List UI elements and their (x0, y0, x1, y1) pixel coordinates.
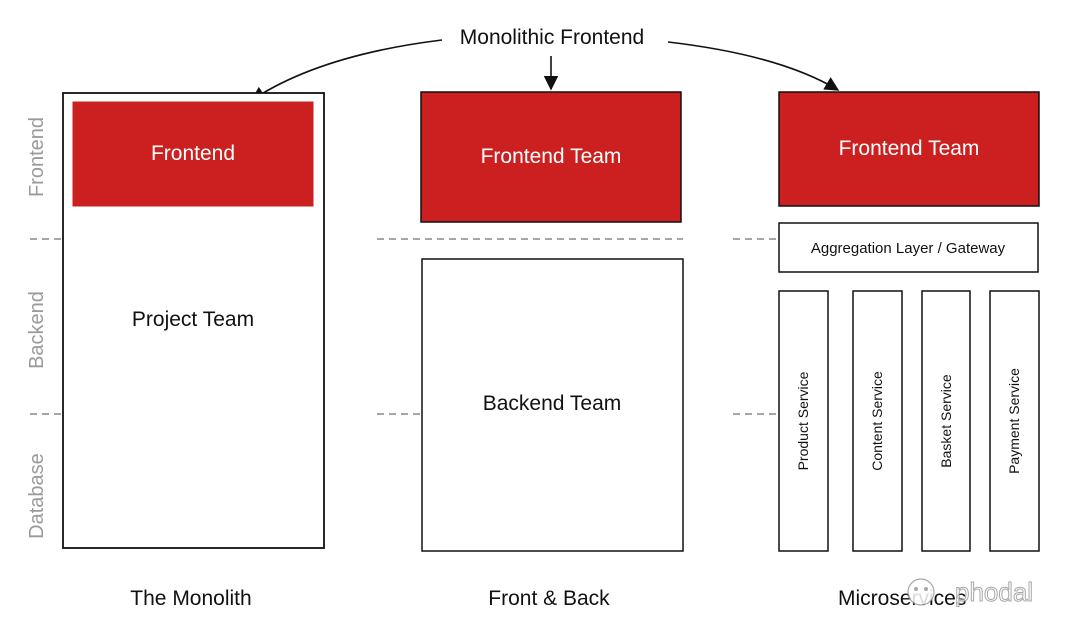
project-team-label: Project Team (132, 308, 254, 331)
column-monolith: Frontend Project Team The Monolith (62, 92, 325, 610)
backend-team-box (421, 258, 684, 552)
arrow-to-monolith (250, 39, 443, 101)
watermark-text: phodal (955, 577, 1033, 607)
layer-label-backend: Backend (26, 291, 48, 369)
diagram-title: Monolithic Frontend (460, 26, 644, 49)
service-box-payment (989, 290, 1040, 552)
service-label-payment: Payment Service (1006, 368, 1022, 474)
gateway-box (778, 222, 1039, 273)
column-front-back: Frontend Team Backend Team Front & Back (420, 91, 684, 610)
backend-team-label: Backend Team (483, 392, 622, 415)
column-microservices: Frontend Team Aggregation Layer / Gatewa… (778, 91, 1040, 610)
monolith-frontend-label: Frontend (151, 142, 235, 165)
caption-front-back: Front & Back (488, 587, 610, 610)
service-label-content: Content Service (869, 371, 885, 471)
service-label-product: Product Service (795, 371, 811, 470)
watermark: phodal (907, 577, 1034, 608)
front-back-frontend-team-box (420, 91, 682, 223)
monolith-frontend-box (72, 101, 314, 207)
micro-frontend-team-label: Frontend Team (839, 137, 980, 160)
service-label-basket: Basket Service (938, 374, 954, 468)
arrow-to-microservices (667, 41, 840, 91)
watermark-icon (907, 578, 935, 606)
gateway-label: Aggregation Layer / Gateway (811, 240, 1006, 257)
service-box-basket (921, 290, 971, 552)
service-box-product (778, 290, 829, 552)
caption-microservices: Microservices (838, 587, 966, 610)
layer-label-frontend: Frontend (26, 117, 48, 197)
caption-monolith: The Monolith (130, 587, 251, 610)
layer-label-database: Database (26, 453, 48, 539)
service-box-content (852, 290, 903, 552)
front-back-frontend-team-label: Frontend Team (481, 145, 622, 168)
micro-frontend-team-box (778, 91, 1040, 207)
